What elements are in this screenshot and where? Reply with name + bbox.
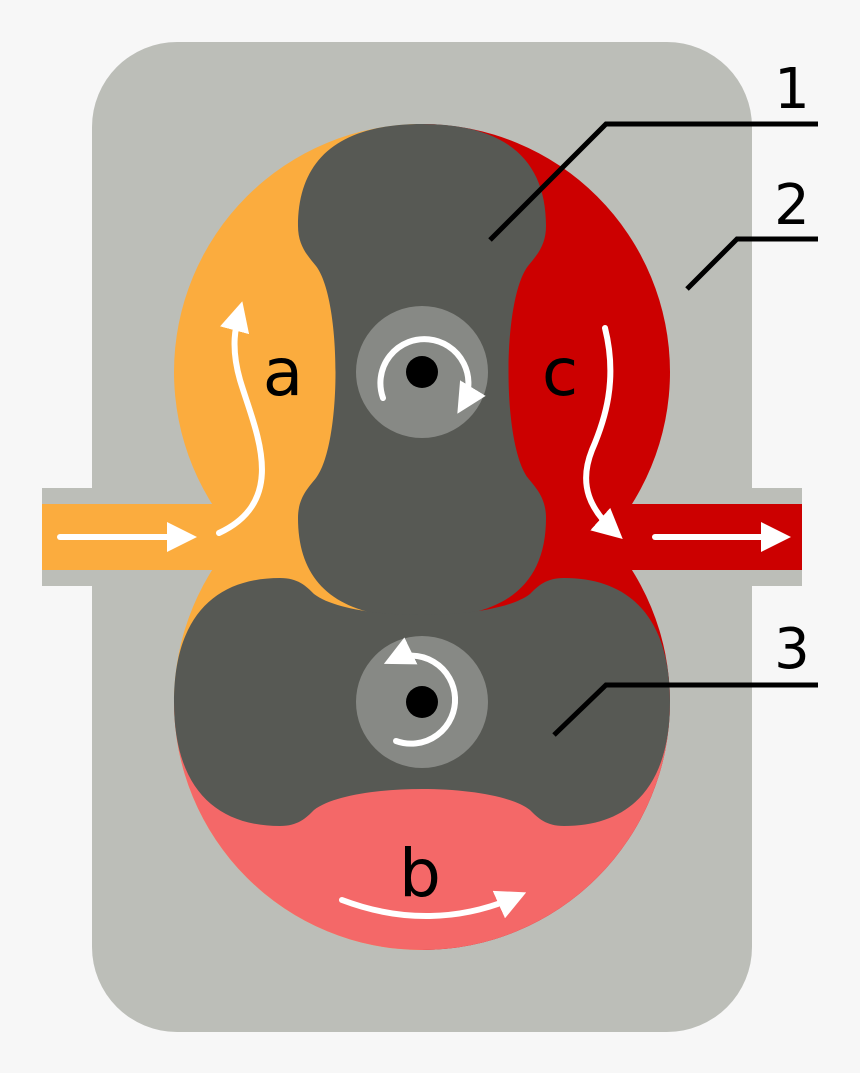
flow-arrows <box>57 301 791 919</box>
chamber-c-label: c <box>542 334 578 411</box>
callout-2-label: 2 <box>774 173 810 238</box>
shaft-icon <box>406 356 438 388</box>
callout-3-label: 3 <box>774 617 810 682</box>
flow-arrow-icon <box>583 325 623 539</box>
flow-arrow-icon <box>216 301 265 536</box>
rotation-arrow-icon <box>377 336 486 414</box>
shaft-icon <box>406 686 438 718</box>
callout-1-label: 1 <box>774 57 810 122</box>
chamber-b-label: b <box>399 835 441 912</box>
rotation-arrow-icon <box>383 637 459 747</box>
leader-line-1 <box>488 121 818 242</box>
leader-lines <box>488 121 818 737</box>
flow-arrow-icon <box>339 890 527 919</box>
chamber-a-label: a <box>263 334 303 411</box>
upper-hub <box>356 306 488 438</box>
leader-line-2 <box>685 236 818 291</box>
lower-hub <box>356 636 488 768</box>
leader-line-3 <box>552 682 818 737</box>
